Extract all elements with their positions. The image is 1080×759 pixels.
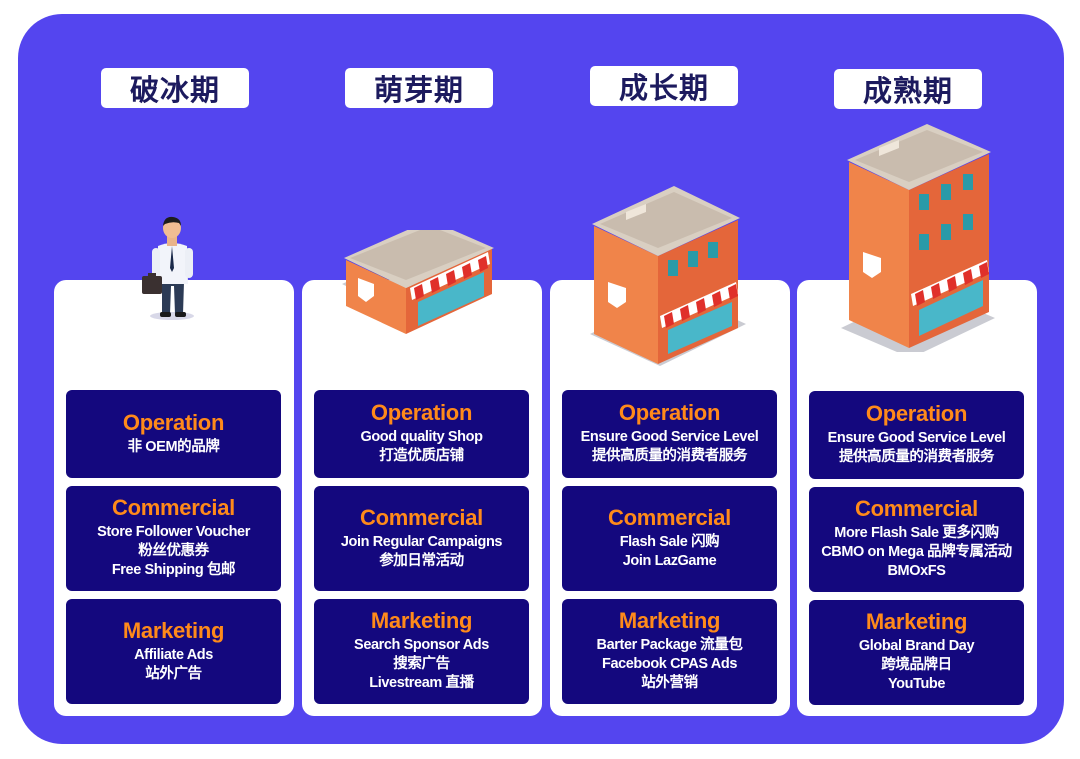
commercial-line: Join Regular Campaigns — [340, 533, 503, 550]
marketing-box: Marketing Search Sponsor Ads 搜索广告 Livest… — [314, 599, 529, 704]
operation-line: Good quality Shop — [360, 429, 483, 445]
commercial-box: Commercial Store Follower Voucher 粉丝优惠券 … — [66, 486, 281, 591]
commercial-line: 粉丝优惠券 — [138, 543, 209, 559]
marketing-line: Facebook CPAS Ads — [601, 656, 737, 672]
commercial-title: Commercial — [112, 495, 235, 520]
commercial-line: Free Shipping 包邮 — [111, 562, 236, 578]
operation-line: 打造优质店铺 — [379, 448, 464, 464]
operation-line: 提供高质量的消费者服务 — [838, 449, 995, 465]
commercial-title: Commercial — [608, 504, 731, 530]
stage-column-1: Operation 非 OEM的品牌 Commercial Store Foll… — [54, 216, 294, 716]
marketing-line: Global Brand Day — [858, 638, 975, 654]
operation-title: Operation — [370, 400, 473, 425]
stage-label-3: 成长期 — [590, 66, 738, 106]
commercial-line: 参加日常活动 — [379, 552, 464, 569]
medium-store-building-icon — [590, 186, 746, 366]
marketing-line: YouTube — [887, 676, 946, 692]
operation-title: Operation — [618, 400, 721, 425]
marketing-line: Search Sponsor Ads — [354, 637, 489, 653]
commercial-title: Commercial — [360, 504, 483, 530]
operation-box: Operation Ensure Good Service Level 提供高质… — [562, 390, 777, 478]
marketing-line: Livestream 直播 — [369, 675, 474, 691]
commercial-title: Commercial — [855, 496, 978, 521]
operation-line: Ensure Good Service Level — [580, 429, 759, 445]
marketing-line: 搜索广告 — [393, 656, 450, 672]
operation-title: Operation — [122, 409, 225, 435]
commercial-line: CBMO on Mega 品牌专属活动 — [821, 544, 1012, 560]
tall-store-building-icon — [841, 124, 995, 352]
operation-line: 非 OEM的品牌 — [127, 438, 220, 455]
commercial-box: Commercial More Flash Sale 更多闪购 CBMO on … — [809, 487, 1024, 592]
operation-line: Ensure Good Service Level — [827, 430, 1006, 446]
stage-column-3: Operation Ensure Good Service Level 提供高质… — [550, 186, 790, 716]
stage-label-2: 萌芽期 — [345, 68, 493, 108]
operation-line: 提供高质量的消费者服务 — [591, 448, 748, 464]
marketing-box: Marketing Affiliate Ads 站外广告 — [66, 599, 281, 704]
marketing-title: Marketing — [618, 608, 721, 633]
operation-box: Operation 非 OEM的品牌 — [66, 390, 281, 478]
stage-label-1: 破冰期 — [101, 68, 249, 108]
marketing-line: 站外广告 — [145, 665, 202, 682]
commercial-line: Store Follower Voucher — [97, 524, 250, 540]
commercial-line: Join LazGame — [622, 552, 717, 569]
marketing-line: Affiliate Ads — [134, 646, 213, 663]
operation-box: Operation Good quality Shop 打造优质店铺 — [314, 390, 529, 478]
marketing-box: Marketing Global Brand Day 跨境品牌日 YouTube — [809, 600, 1024, 705]
commercial-line: BMOxFS — [887, 563, 946, 579]
marketing-title: Marketing — [122, 617, 225, 643]
marketing-line: Barter Package 流量包 — [596, 637, 743, 653]
stage-column-4: Operation Ensure Good Service Level 提供高质… — [797, 124, 1037, 716]
commercial-line: Flash Sale 闪购 — [619, 533, 720, 550]
marketing-box: Marketing Barter Package 流量包 Facebook CP… — [562, 599, 777, 704]
commercial-box: Commercial Flash Sale 闪购 Join LazGame — [562, 486, 777, 591]
commercial-box: Commercial Join Regular Campaigns 参加日常活动 — [314, 486, 529, 591]
operation-box: Operation Ensure Good Service Level 提供高质… — [809, 391, 1024, 479]
stage-column-2: Operation Good quality Shop 打造优质店铺 Comme… — [302, 230, 542, 716]
marketing-line: 跨境品牌日 — [881, 657, 952, 673]
operation-title: Operation — [865, 401, 968, 426]
stage-label-4: 成熟期 — [834, 69, 982, 109]
marketing-line: 站外营销 — [641, 675, 698, 691]
businessman-with-briefcase-icon — [142, 216, 194, 320]
commercial-line: More Flash Sale 更多闪购 — [834, 525, 999, 541]
small-shop-icon — [342, 230, 494, 334]
marketing-title: Marketing — [865, 609, 968, 634]
marketing-title: Marketing — [370, 608, 473, 633]
